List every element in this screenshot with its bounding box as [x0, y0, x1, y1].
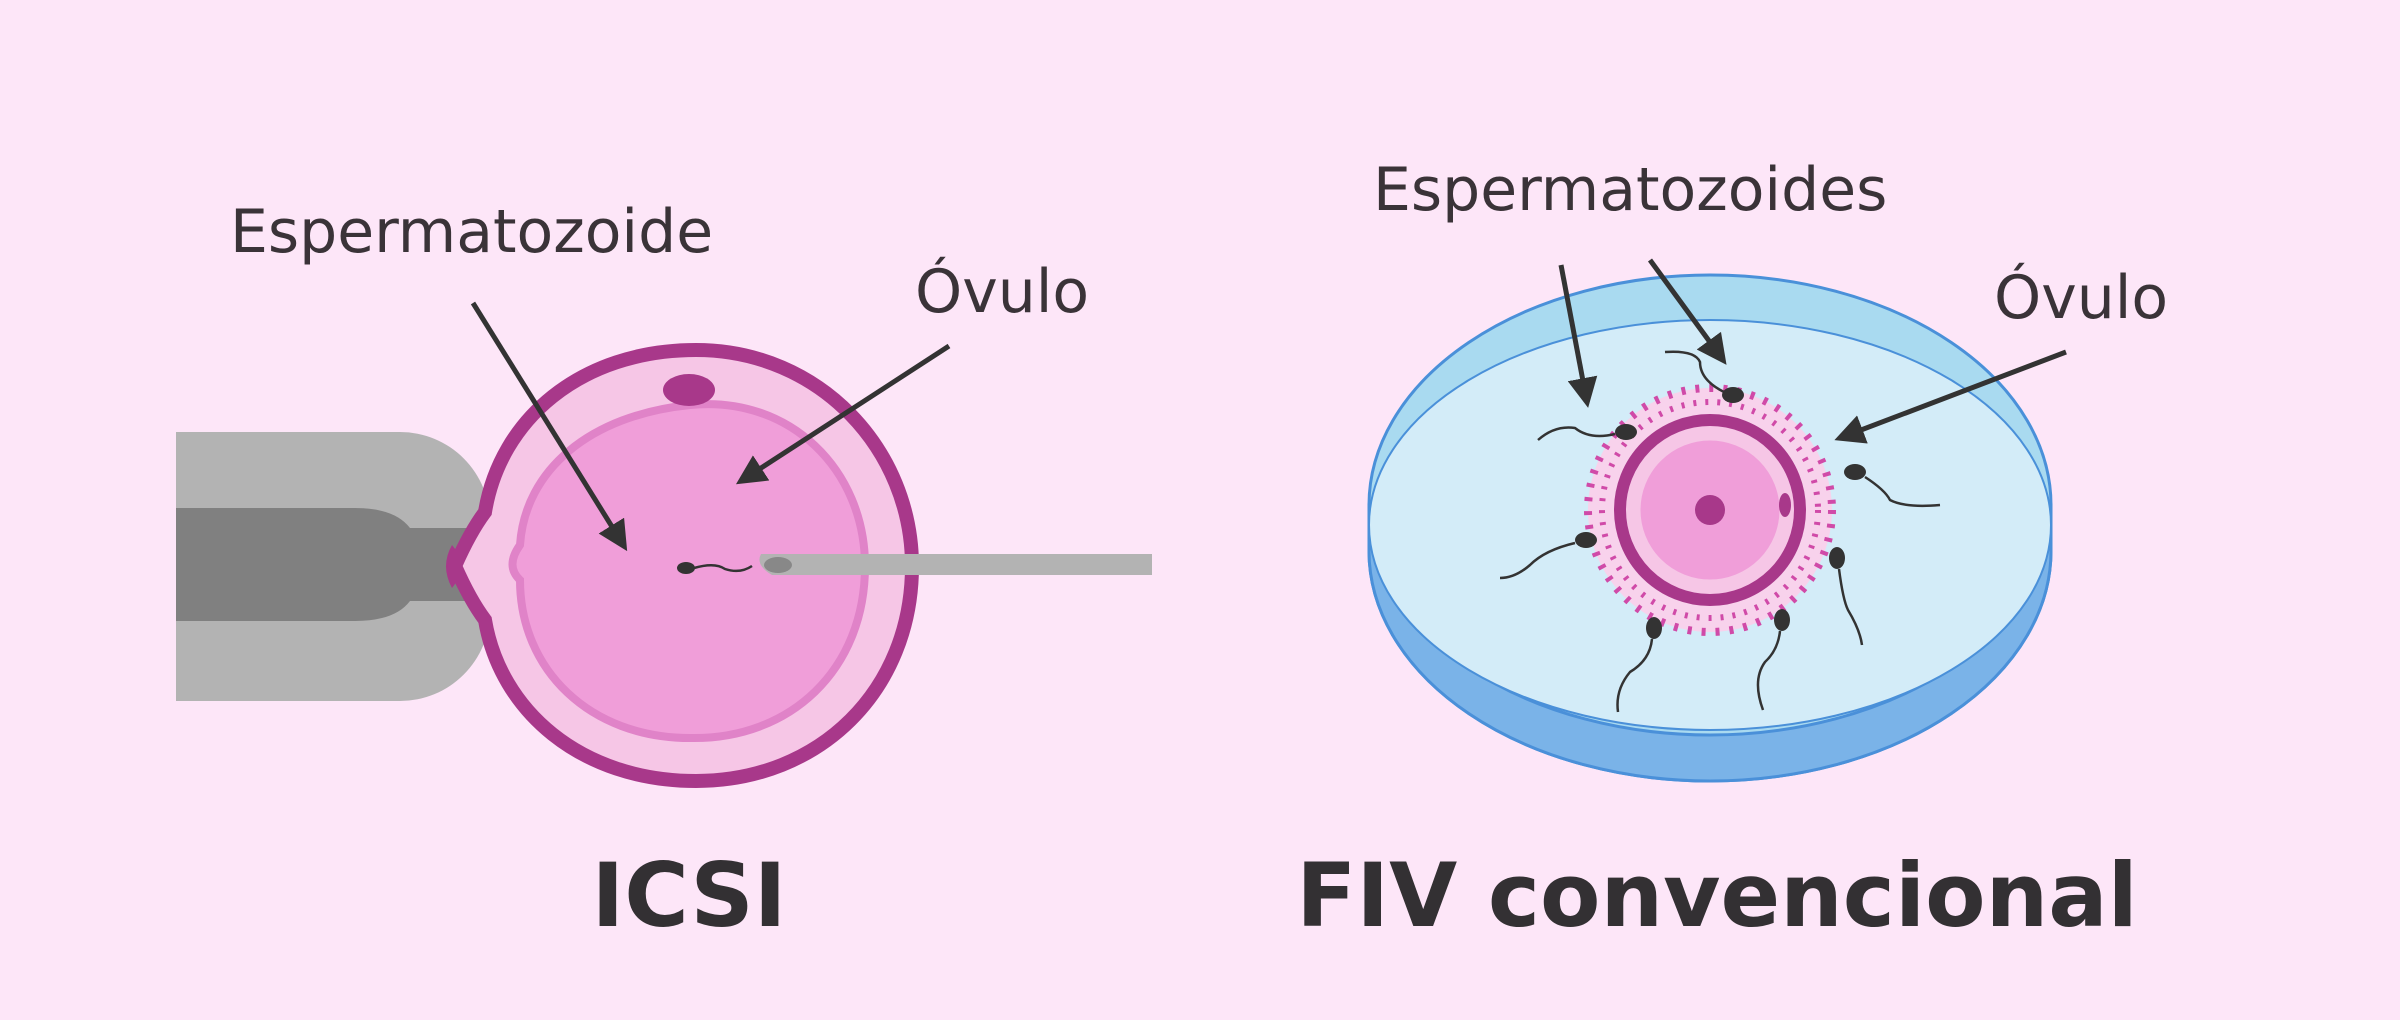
sperm-icon [677, 562, 753, 574]
arrow-sperm-1 [1558, 264, 1598, 408]
fiv-title: FIV convencional [1296, 844, 2138, 947]
arrow-sperm [470, 301, 628, 552]
holding-pipette [176, 432, 490, 701]
fiv-panel: Espermatozoides Óvulo FIV convencional [1296, 155, 2168, 947]
sperm-icon [1499, 532, 1597, 580]
label-egg: Óvulo [915, 256, 1089, 327]
label-sperms: Espermatozoides [1373, 155, 1887, 225]
sperm-icon [1537, 424, 1637, 441]
icsi-title: ICSI [591, 844, 786, 947]
polar-body [663, 374, 715, 406]
icsi-panel: Espermatozoide Óvulo ICSI [176, 197, 1152, 947]
sperm-group [1499, 350, 1941, 713]
label-sperm: Espermatozoide [230, 197, 713, 267]
arrow-egg [735, 343, 951, 485]
injection-needle [759, 554, 1152, 575]
sperm-icon [1616, 617, 1662, 713]
sperm-icon [1844, 464, 1941, 508]
fiv-egg [1584, 384, 1836, 636]
sperm-icon [1756, 609, 1790, 711]
label-egg: Óvulo [1994, 262, 2168, 333]
arrow-sperm-2 [1647, 258, 1727, 365]
arrow-egg [1834, 349, 2067, 444]
sperm-icon [1829, 547, 1864, 646]
